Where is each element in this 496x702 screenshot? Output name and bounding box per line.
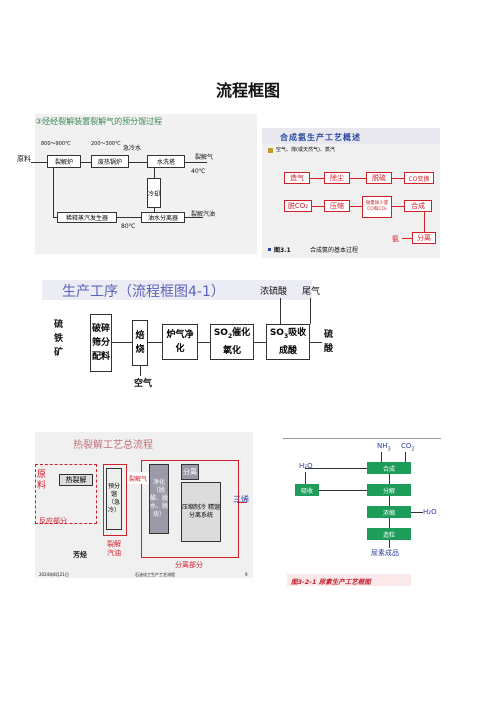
- panel-ammonia-overview: 合成氨生产工艺概述 空气、煤(或天然气)、蒸汽 造气 除尘 脱硫 CO变换 脱C…: [262, 128, 440, 258]
- panel4-heading: 热裂解工艺总流程: [73, 440, 153, 451]
- gas-temp-label: 40℃: [191, 168, 206, 175]
- box-trace-removal: 微量除少量CO和CO₂: [362, 196, 392, 218]
- box-desulfurization: 脱硫: [366, 172, 392, 184]
- feed-label: 原料: [17, 155, 31, 163]
- aromatics-label: 芳烃: [73, 551, 87, 559]
- box-so2-catalytic-oxidation: SO2催化氧化: [210, 324, 254, 360]
- input-ore-label: 硫铁矿: [54, 320, 64, 358]
- box-purification: 净化（脱酸、脱水、脱炔）: [149, 464, 169, 534]
- box-waste-heat-boiler: 废热锅炉: [91, 155, 129, 168]
- inputs-label: 空气、煤(或天然气)、蒸汽: [276, 147, 335, 153]
- box-absorption: 吸收: [295, 484, 319, 496]
- page-title: 流程框图: [215, 81, 280, 100]
- box-synthesis: 合成: [404, 200, 432, 212]
- temp2-label: 200～300℃: [91, 141, 121, 147]
- box-cracking-furnace: 裂解炉: [47, 155, 81, 168]
- three-olefins-label: 三烯: [233, 495, 249, 504]
- quench-water-label: 急冷水: [123, 145, 142, 152]
- reaction-part-label: 反应部分: [39, 517, 67, 525]
- pygas-label: 裂解汽油: [107, 540, 121, 557]
- bullet-square: [268, 148, 273, 153]
- box-synthesis: 合成: [367, 462, 411, 474]
- temp3-label: 80℃: [121, 223, 136, 230]
- box-crush-screen: 破碎筛分配料: [90, 314, 112, 372]
- h2o-left-label: H₂O: [299, 462, 313, 470]
- box-prefractionation: 预分馏（急冷）: [106, 468, 122, 530]
- panel2-heading: 合成氨生产工艺概述: [280, 133, 361, 142]
- feed-label: 原料: [37, 470, 47, 491]
- panel3-heading: 生产工序（流程框图4-1）: [62, 284, 225, 300]
- box-separation: 分离: [181, 464, 199, 480]
- panel-thermal-cracking: 热裂解工艺总流程 原料 热裂解 反应部分 预分馏（急冷） 芳烃 裂解汽油 裂解气…: [35, 432, 253, 578]
- box-co2-removal: 脱CO₂: [284, 200, 312, 212]
- caption-num: 图3.1: [274, 247, 291, 254]
- box-water-wash-tower: 水洗塔: [147, 155, 185, 168]
- box-separation: 分离: [412, 232, 436, 244]
- box-oil-water-separator: 油水分离器: [141, 212, 185, 223]
- top-acid-label: 浓硫酸: [260, 287, 288, 297]
- air-label: 空气: [134, 379, 153, 389]
- panel-urea-process: NH3 CO2 H₂O 合成 吸收 分解 浓缩 H₂O 造粒 尿素成品 图3-2…: [283, 438, 441, 588]
- box-dust-removal: 除尘: [324, 172, 350, 184]
- output-acid-label: 硫酸: [324, 330, 334, 354]
- footer-right: 9: [245, 572, 248, 577]
- panel-pre-fractionation: ③烃经裂解装置裂解气的预分馏过程 原料 800～900℃ 200～300℃ 急冷…: [17, 114, 257, 254]
- footer-left: 2024年8月21日: [39, 572, 69, 577]
- sep-part-label: 分离部分: [175, 561, 203, 569]
- oil-out-label: 裂解汽油: [191, 211, 216, 218]
- caption-text: 合成氨的基本过程: [310, 247, 359, 254]
- box-so3-absorption: SO3吸收成酸: [266, 324, 310, 360]
- box-granulation: 造粒: [367, 528, 411, 540]
- box-evaporation: 浓缩: [367, 506, 411, 518]
- product-label: 尿素成品: [371, 549, 399, 557]
- panel1-heading: ③烃经裂解装置裂解气的预分馏过程: [35, 117, 163, 126]
- box-gasification: 造气: [284, 172, 310, 184]
- co2-label: CO2: [401, 442, 415, 453]
- temp1-label: 800～900℃: [41, 141, 71, 147]
- top-tail-label: 尾气: [302, 287, 321, 297]
- nh3-label: NH3: [377, 442, 391, 453]
- box-decomposition: 分解: [367, 484, 411, 496]
- panel-production-process: 生产工序（流程框图4-1） 浓硫酸 尾气 硫铁矿 破碎筛分配料 焙烧 炉气净化 …: [42, 272, 440, 394]
- box-furnace-gas-purify: 炉气净化: [162, 324, 198, 360]
- box-co-shift: CO变换: [404, 172, 434, 184]
- box-pyrolysis: 热裂解: [59, 474, 93, 486]
- footer-mid: 石油化工生产工艺流程: [135, 572, 175, 577]
- h2o-right-label: H₂O: [423, 508, 437, 516]
- box-separation-detail: 压缩制冷 精馏分离系统: [181, 482, 221, 542]
- gas-out-label: 裂解气: [195, 154, 214, 161]
- box-cracked-gas: 裂解气: [127, 472, 149, 484]
- caption-text: 图3-2-1 尿素生产工艺框图: [291, 578, 371, 586]
- ammonia-label: 氨: [392, 235, 399, 243]
- box-roasting: 焙烧: [132, 320, 148, 366]
- box-cooling: 冷却: [147, 178, 161, 208]
- box-steam-generator: 稀释蒸汽发生器: [57, 212, 117, 223]
- box-compression: 压缩: [324, 200, 350, 212]
